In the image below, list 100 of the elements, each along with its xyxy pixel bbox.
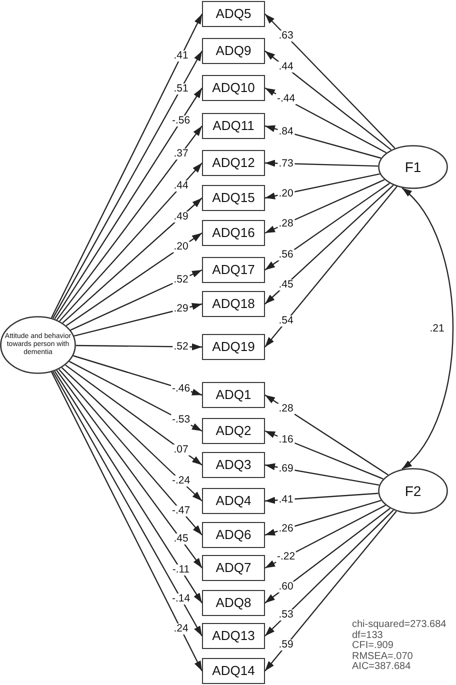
variable-box xyxy=(202,590,265,616)
edge-label: .52 xyxy=(172,341,190,352)
variable-label: ADQ11 xyxy=(212,118,254,134)
edge-label: .28 xyxy=(278,403,294,414)
arrow xyxy=(264,508,390,604)
edge-label: .44 xyxy=(172,180,190,192)
variable-label: ADQ16 xyxy=(212,225,255,241)
fit-statistic: CFI=.909 xyxy=(352,641,394,652)
edge-label: .49 xyxy=(172,211,190,222)
edge-label: .84 xyxy=(278,126,294,138)
variable-box xyxy=(202,334,265,360)
arrow xyxy=(56,370,202,568)
variable-label: ADQ13 xyxy=(212,628,255,644)
latent-variable-ellipse xyxy=(0,316,76,374)
arrow xyxy=(62,198,202,324)
variable-box xyxy=(202,38,265,64)
edge-label: .07 xyxy=(172,444,190,456)
arrow xyxy=(264,182,390,270)
variable-label: ADQ18 xyxy=(212,296,255,312)
arrow xyxy=(264,173,380,200)
edge-label: .26 xyxy=(278,523,294,534)
edge-label: .45 xyxy=(278,279,294,290)
variable-label: ADQ17 xyxy=(212,262,255,278)
variable-label: ADQ9 xyxy=(216,43,252,59)
edge-label: .45 xyxy=(172,534,190,545)
arrow xyxy=(70,269,202,331)
variable-box xyxy=(202,75,265,101)
variable-box xyxy=(202,113,265,139)
edge-label: .41 xyxy=(172,50,190,62)
arrow xyxy=(264,492,378,504)
edge-label: .16 xyxy=(278,434,294,445)
arrow xyxy=(58,368,202,536)
variable-box xyxy=(202,623,265,649)
edge-label: .28 xyxy=(278,218,294,230)
variable-label: ADQ14 xyxy=(212,663,255,679)
edge-label: -.14 xyxy=(170,593,192,604)
variable-box xyxy=(202,418,265,444)
variable-box xyxy=(202,452,265,478)
edge-label: .69 xyxy=(278,463,294,474)
double-headed-arrow xyxy=(402,187,454,470)
fit-statistic: chi-squared=273.684 xyxy=(352,620,446,630)
variable-box xyxy=(202,291,265,317)
latent-variable-ellipse xyxy=(378,145,448,189)
arrow xyxy=(73,355,202,396)
edge-label: .56 xyxy=(278,250,294,261)
edge-label: .37 xyxy=(172,148,190,160)
variable-label: F2 xyxy=(404,482,422,500)
arrow xyxy=(61,367,202,502)
variable-box xyxy=(202,1,265,27)
arrow xyxy=(264,500,382,536)
arrow xyxy=(264,50,392,150)
edge-label: -.53 xyxy=(170,414,192,426)
arrow xyxy=(76,343,202,350)
arrow xyxy=(264,125,382,159)
edge-label: -.47 xyxy=(170,505,192,516)
edge-label: .60 xyxy=(278,582,294,593)
arrow xyxy=(65,364,202,466)
variable-box xyxy=(202,382,265,408)
arrow xyxy=(264,160,378,167)
variable-label: ADQ6 xyxy=(216,527,252,543)
variable-label: ADQ3 xyxy=(216,457,252,473)
edge-label: -.56 xyxy=(170,115,192,126)
arrow xyxy=(264,184,394,304)
variable-label: ADQ1 xyxy=(216,387,252,403)
variable-label: ADQ15 xyxy=(212,190,255,206)
variable-label: ADQ10 xyxy=(212,80,255,96)
edge-label: -.22 xyxy=(276,552,296,563)
variable-box xyxy=(202,150,265,176)
arrow xyxy=(264,510,397,672)
arrow xyxy=(66,232,202,326)
arrow xyxy=(264,186,398,348)
variable-label: F1 xyxy=(404,158,422,176)
edge-label: -.44 xyxy=(276,94,296,105)
edge-label: .51 xyxy=(172,83,190,94)
arrow xyxy=(264,14,396,149)
arrow xyxy=(69,360,202,432)
variable-box xyxy=(202,220,265,246)
variable-box xyxy=(202,257,265,283)
arrow xyxy=(264,179,385,234)
variable-box xyxy=(202,522,265,548)
edge-label: .24 xyxy=(172,624,190,635)
edge-label: .59 xyxy=(278,640,294,651)
latent-variable-ellipse xyxy=(378,468,448,514)
edge-label: -.11 xyxy=(171,564,191,576)
arrow xyxy=(264,430,384,480)
edge-label: .52 xyxy=(172,274,190,286)
edge-label: .29 xyxy=(172,304,190,315)
variable-label: ADQ8 xyxy=(216,595,252,611)
fit-statistic: df=133 xyxy=(352,630,384,641)
variable-box xyxy=(202,555,265,581)
fit-statistic: RMSEA=.070 xyxy=(352,652,414,662)
edge-label: -.24 xyxy=(170,476,192,487)
edge-label: .21 xyxy=(428,323,446,334)
edge-label: -.46 xyxy=(170,383,192,394)
variable-box xyxy=(202,658,265,684)
arrow xyxy=(54,88,202,320)
edge-label: .63 xyxy=(278,30,294,42)
arrow xyxy=(264,510,394,636)
edge-label: .44 xyxy=(278,62,294,73)
variable-label: ADQ12 xyxy=(212,155,255,171)
